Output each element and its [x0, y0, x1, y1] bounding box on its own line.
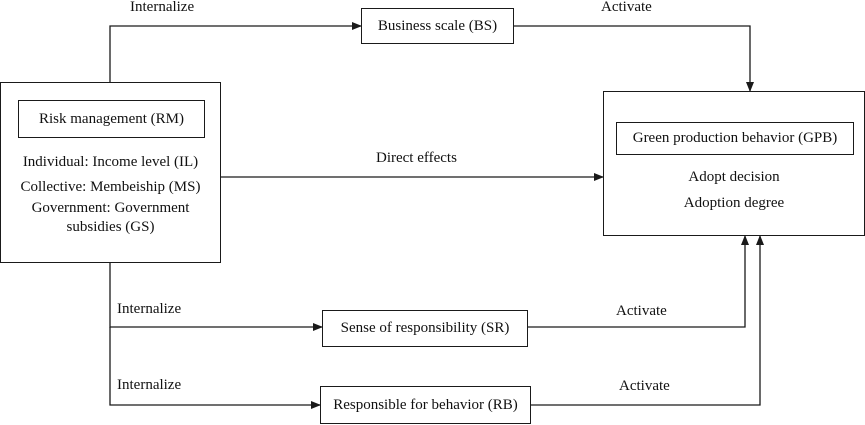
- edge-rm-to-bs-line: [109, 22, 362, 82]
- risk-management-node: Risk management (RM) Individual: Income …: [0, 82, 221, 263]
- green-production-line-adopt-decision: Adopt decision: [688, 169, 780, 185]
- edge-sr-to-gpb-line: [527, 235, 749, 328]
- green-production-line-adoption-degree: Adoption degree: [683, 195, 785, 211]
- edge-bs-to-gpb-line: [513, 25, 754, 92]
- risk-management-title: Risk management (RM): [18, 100, 205, 138]
- edge-rm-to-sr-line: [109, 262, 323, 331]
- edge-label-bs-to-gpb: Activate: [601, 0, 652, 15]
- risk-management-line-collective: Collective: Membeiship (MS): [20, 179, 201, 195]
- edge-label-sr-to-gpb: Activate: [616, 303, 667, 319]
- green-production-title: Green production behavior (GPB): [616, 122, 854, 155]
- edge-rb-to-gpb-line: [530, 235, 764, 406]
- edge-label-rm-to-sr: Internalize: [117, 301, 182, 317]
- edge-label-rb-to-gpb: Activate: [619, 378, 670, 394]
- risk-management-line-subsidies: subsidies (GS): [66, 219, 155, 235]
- risk-management-line-individual: Individual: Income level (IL): [22, 154, 199, 170]
- business-scale-node: Business scale (BS): [361, 8, 514, 44]
- responsible-behavior-node: Responsible for behavior (RB): [320, 386, 531, 424]
- sense-of-responsibility-node: Sense of responsibility (SR): [322, 310, 528, 347]
- edge-rm-to-rb-line: [109, 327, 321, 409]
- edge-label-rm-to-rb: Internalize: [117, 377, 182, 393]
- edge-label-rm-to-gpb: Direct effects: [376, 150, 457, 166]
- risk-management-line-government: Government: Government: [31, 200, 190, 216]
- edge-label-rm-to-bs: Internalize: [130, 0, 195, 15]
- green-production-node: Green production behavior (GPB) Adopt de…: [603, 91, 865, 236]
